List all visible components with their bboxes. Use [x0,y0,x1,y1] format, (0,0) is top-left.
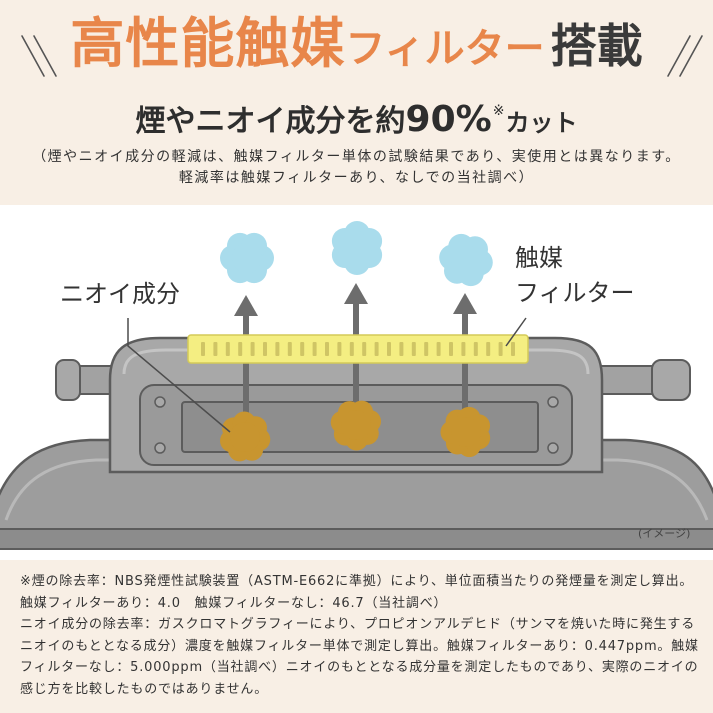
right-handle-bar [595,365,661,395]
filter-stripe [325,342,329,356]
filter-stripe [263,342,267,356]
subtitle: 煙やニオイ成分を約90%※カット [0,90,713,147]
filter-stripe [250,342,255,356]
filter-stripe [473,342,478,356]
catalytic-filter [187,334,529,364]
filter-stripe [349,342,354,356]
filter-stripe [300,342,305,356]
filter-label-line-1: 触媒 [515,244,563,272]
screw-icon [154,442,166,454]
filter-stripe [362,342,367,356]
arrow-up-icon [344,283,368,304]
header-note-line-1: （煙やニオイ成分の軽減は、触媒フィルター単体の試験結果であり、実使用とは異なりま… [32,149,681,165]
right-slash-1 [667,35,691,77]
subtitle-footnote-mark: ※ [492,103,505,119]
filter-stripe [387,342,391,356]
odor-label: ニオイ成分 [60,280,180,308]
filter-stripe [424,342,429,356]
cloud-icon-middle [331,221,383,275]
left-slash-2 [33,35,57,77]
filter-stripe [225,342,230,356]
footnote-line-4: ニオイのもととなる成分）濃度を触媒フィルター単体で測定し算出。触媒フィルターあり… [20,638,699,654]
header-note-line-2: 軽減率は触媒フィルターあり、なしでの当社調べ） [178,170,535,186]
filter-stripe [449,342,453,356]
title-main: 高性能触媒 [70,12,346,75]
left-handle-knob [55,359,81,401]
filter-stripe [287,342,292,356]
odor-particle-icon-middle [330,400,382,451]
cloud-icon-right [439,233,493,287]
footnote-band [0,560,713,713]
footnote-line-6: 感じ方を比較したものではありません。 [20,682,269,697]
screw-icon [547,442,559,454]
filter-stripes [201,342,515,356]
page-title: 高性能触媒 フィルター 搭載 [0,12,713,78]
filter-stripe [498,342,503,356]
filter-label-line-2: フィルター [515,279,635,307]
odor-leader-line [127,318,231,433]
footnote-line-1: ※煙の除去率：NBS発煙性試験装置（ASTM-E662に準拠）により、単位面積当… [20,574,694,589]
filter-stripe [411,342,416,356]
cloud-core [342,233,372,263]
filter-stripe [312,342,317,356]
cloud-icon-left [220,232,274,284]
odor-core [230,422,260,452]
footnote-line-3: ニオイ成分の除去率：ガスクロマトグラフィーにより、プロピオンアルデヒド（サンマを… [20,617,696,633]
grill-filter-illustration [0,221,713,550]
filter-stripe [461,342,466,356]
filter-stripe [337,342,342,356]
odor-core [451,417,481,447]
image-note: (イメージ) [638,527,691,540]
filter-stripe [275,342,280,356]
filter-stripe [238,342,243,356]
footnote-line-2: 触媒フィルターあり：4.0 触媒フィルターなし：46.7（当社調べ） [20,595,448,611]
subtitle-end: カット [505,109,578,137]
cloud-core [232,243,262,273]
filter-stripe [399,342,404,356]
right-handle-knob [651,359,691,401]
title-slashes-decoration [21,35,703,77]
header-band [0,0,713,205]
right-slash-2 [679,35,703,77]
screw-icon [547,396,559,408]
odor-particle-icon-left [220,411,271,462]
title-kana: フィルター [345,26,545,72]
filter-stripe [213,342,218,356]
filter-stripe [511,342,515,356]
title-end: 搭載 [550,19,643,73]
filter-stripe [486,342,491,356]
grill-base-bottom-rim [0,528,713,550]
odor-core [341,410,371,440]
footnote-line-5: フィルターなし：5.000ppm（当社調べ）ニオイのもととなる成分量を測定したも… [20,660,699,676]
filter-stripe [374,342,379,356]
subtitle-main: 煙やニオイ成分を約 [135,104,406,139]
filter-leader-line [505,317,527,347]
left-slash-1 [21,35,45,77]
filter-stripe [201,342,205,356]
cloud-core [451,245,481,275]
subtitle-value: 90% [405,99,492,140]
arrow-up-icon [453,293,477,314]
filter-stripe [436,342,441,356]
screw-icon [154,396,166,408]
odor-particle-icon-right [440,406,491,458]
arrow-up-icon [234,295,258,316]
